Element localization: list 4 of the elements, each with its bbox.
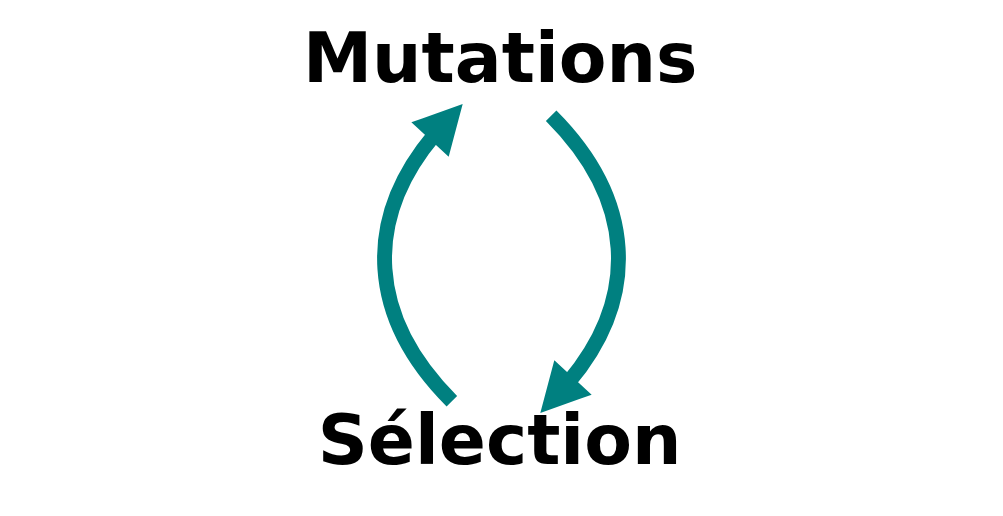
arrow [540,110,626,413]
node-text: Sélection [317,398,682,480]
node-text: Mutations [302,16,698,98]
arrow [377,103,463,406]
